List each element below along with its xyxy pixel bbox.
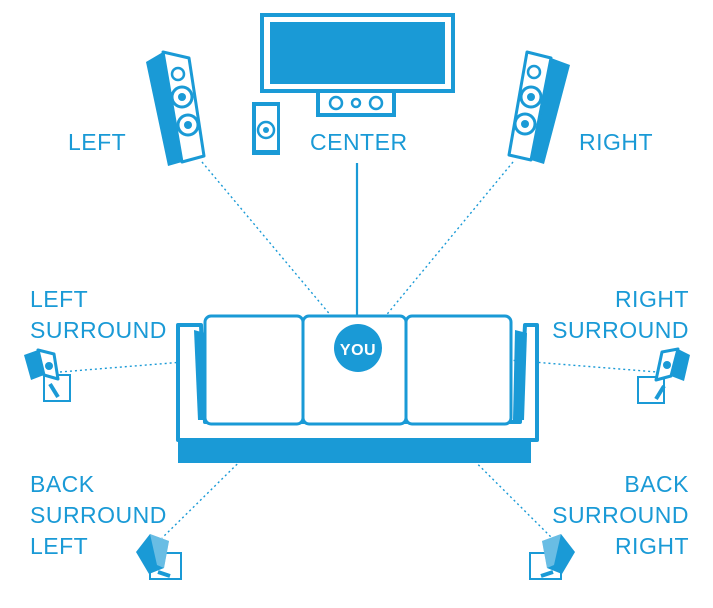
- sofa-cushion-right: [404, 314, 513, 426]
- tv-screen: [260, 13, 455, 93]
- label-back-surround-left-line-3: LEFT: [30, 533, 89, 559]
- front-right-speaker: [507, 50, 570, 164]
- label-center-line-1: CENTER: [310, 129, 408, 155]
- label-right-surround: RIGHT SURROUND: [552, 284, 689, 346]
- label-left-surround-line-2: SURROUND: [30, 317, 167, 343]
- label-center: CENTER: [310, 127, 408, 158]
- right-surround-speaker: [637, 347, 690, 404]
- center-speaker: [316, 89, 396, 117]
- front-left-speaker: [146, 50, 206, 166]
- label-left-surround: LEFT SURROUND: [30, 284, 167, 346]
- label-back-surround-right-line-1: BACK: [624, 471, 689, 497]
- back-surround-left-speaker: [136, 534, 182, 580]
- left-surround-speaker: [24, 348, 71, 402]
- back-surround-right-speaker: [529, 534, 575, 580]
- sofa-right-arm-shade: [513, 330, 527, 420]
- label-back-surround-right-line-3: RIGHT: [614, 533, 689, 559]
- label-back-surround-right: BACK SURROUND RIGHT: [552, 469, 689, 562]
- subwoofer: [252, 102, 280, 155]
- label-back-surround-left-line-1: BACK: [30, 471, 95, 497]
- label-back-surround-left-line-2: SURROUND: [30, 502, 167, 528]
- listener-label: YOU: [340, 342, 376, 359]
- label-left: LEFT: [68, 127, 126, 158]
- label-left-line-1: LEFT: [68, 129, 127, 155]
- label-right: RIGHT: [579, 127, 653, 158]
- listener-marker: YOU: [334, 324, 382, 372]
- label-right-line-1: RIGHT: [579, 129, 654, 155]
- line-right: [373, 161, 514, 331]
- label-left-surround-line-1: LEFT: [30, 286, 89, 312]
- label-back-surround-left: BACK SURROUND LEFT: [30, 469, 167, 562]
- label-right-surround-line-2: SURROUND: [552, 317, 689, 343]
- label-back-surround-right-line-2: SURROUND: [552, 502, 689, 528]
- sofa-cushion-left: [203, 314, 305, 426]
- line-left: [201, 161, 344, 331]
- label-right-surround-line-1: RIGHT: [614, 286, 689, 312]
